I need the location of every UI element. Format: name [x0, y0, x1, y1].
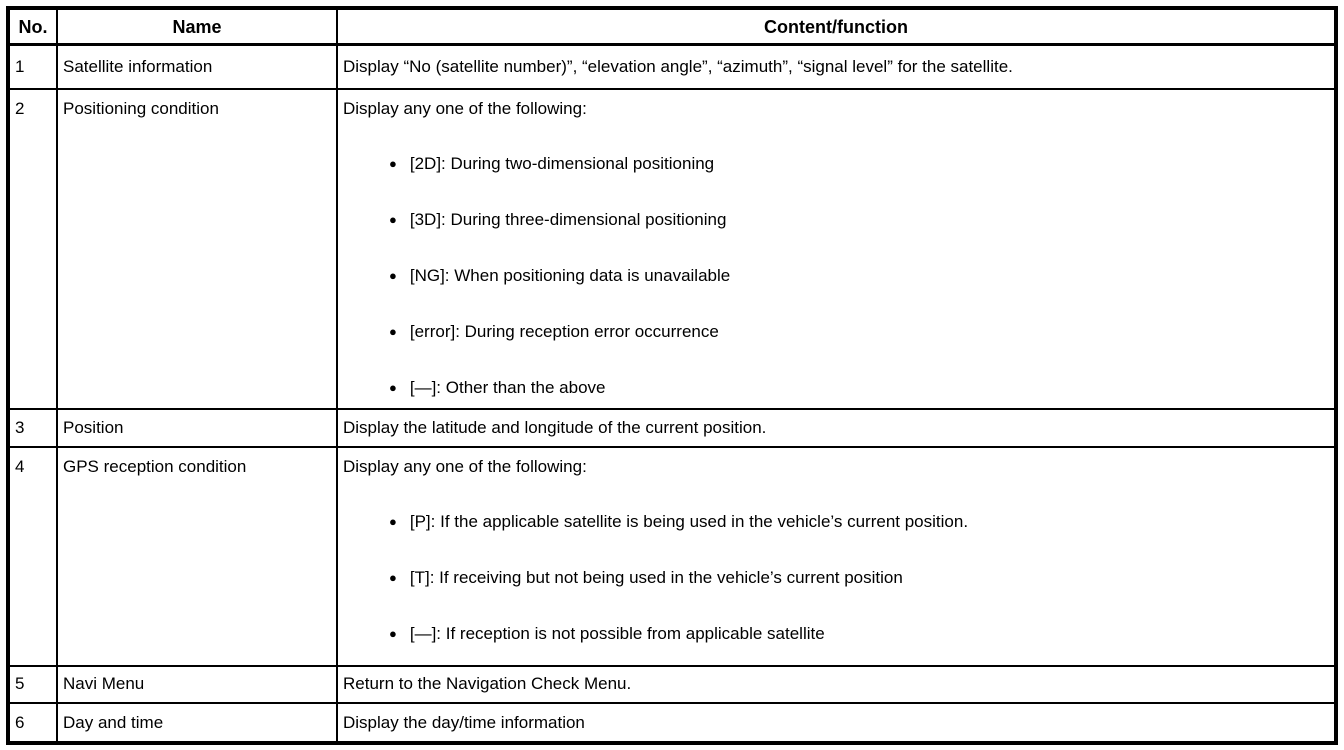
content-intro: Return to the Navigation Check Menu. — [343, 674, 632, 694]
bullet-icon: ● — [389, 324, 397, 340]
bullet-item: ● [—]: Other than the above — [389, 377, 1330, 400]
row-number: 4 — [7, 445, 58, 667]
bullet-list: ● [P]: If the applicable satellite is bei… — [343, 511, 1330, 646]
table-row: 6 Day and time Display the day/time info… — [7, 702, 1337, 744]
bullet-icon: ● — [389, 212, 397, 228]
row-number: 2 — [7, 88, 58, 411]
row-name: GPS reception condition — [56, 445, 338, 667]
row-name: Day and time — [56, 702, 338, 744]
col-header-no: No. — [7, 7, 58, 46]
row-name: Position — [56, 408, 338, 448]
row-number: 5 — [7, 664, 58, 705]
content-intro: Display any one of the following: — [343, 99, 587, 119]
bullet-icon: ● — [389, 513, 397, 529]
table-row: 4 GPS reception condition Display any on… — [7, 445, 1337, 667]
bullet-text: [NG]: When positioning data is unavailab… — [409, 266, 731, 286]
row-name: Satellite information — [56, 43, 338, 91]
row-content: Display any one of the following: ● [P]: … — [336, 445, 1337, 667]
row-content: Display “No (satellite number)”, “elevat… — [336, 43, 1337, 91]
content-intro: Display “No (satellite number)”, “elevat… — [343, 57, 1013, 77]
content-intro: Display any one of the following: — [343, 456, 587, 476]
header-row: No. Name Content/function — [7, 7, 1337, 46]
bullet-icon: ● — [389, 380, 397, 396]
row-content: Display the day/time information — [336, 702, 1337, 744]
row-number: 3 — [7, 408, 58, 448]
bullet-text: [3D]: During three-dimensional positioni… — [409, 210, 727, 230]
bullet-icon: ● — [389, 156, 397, 172]
table-row: 5 Navi Menu Return to the Navigation Che… — [7, 664, 1337, 705]
content-intro: Display the day/time information — [343, 712, 585, 732]
row-number: 6 — [7, 702, 58, 744]
table-row: 3 Position Display the latitude and long… — [7, 408, 1337, 448]
bullet-text: [2D]: During two-dimensional positioning — [409, 154, 715, 174]
row-name: Positioning condition — [56, 88, 338, 411]
table-row: 2 Positioning condition Display any one … — [7, 88, 1337, 411]
bullet-icon: ● — [389, 625, 397, 641]
bullet-item: ● [NG]: When positioning data is unavaila… — [389, 265, 1330, 288]
info-table: No. Name Content/function 1 Satellite in… — [6, 6, 1338, 745]
bullet-text: [error]: During reception error occurren… — [409, 322, 719, 342]
col-header-name: Name — [56, 7, 338, 46]
bullet-text: [—]: If reception is not possible from a… — [409, 623, 825, 643]
col-header-content-function: Content/function — [336, 7, 1337, 46]
bullet-icon: ● — [389, 569, 397, 585]
bullet-item: ● [3D]: During three-dimensional position… — [389, 209, 1330, 232]
row-name: Navi Menu — [56, 664, 338, 705]
table-row: 1 Satellite information Display “No (sat… — [7, 43, 1337, 91]
bullet-text: [P]: If the applicable satellite is bein… — [409, 511, 969, 531]
row-content: Display the latitude and longitude of th… — [336, 408, 1337, 448]
bullet-item: ● [P]: If the applicable satellite is bei… — [389, 511, 1330, 534]
bullet-icon: ● — [389, 268, 397, 284]
bullet-text: [T]: If receiving but not being used in … — [409, 567, 903, 587]
row-content: Return to the Navigation Check Menu. — [336, 664, 1337, 705]
row-content: Display any one of the following: ● [2D]:… — [336, 88, 1337, 411]
bullet-item: ● [—]: If reception is not possible from … — [389, 623, 1330, 646]
bullet-item: ● [2D]: During two-dimensional positionin… — [389, 153, 1330, 176]
row-number: 1 — [7, 43, 58, 91]
bullet-text: [—]: Other than the above — [409, 378, 606, 398]
bullet-item: ● [error]: During reception error occurre… — [389, 321, 1330, 344]
content-intro: Display the latitude and longitude of th… — [343, 417, 767, 437]
bullet-list: ● [2D]: During two-dimensional positionin… — [343, 153, 1330, 400]
bullet-item: ● [T]: If receiving but not being used in… — [389, 567, 1330, 590]
